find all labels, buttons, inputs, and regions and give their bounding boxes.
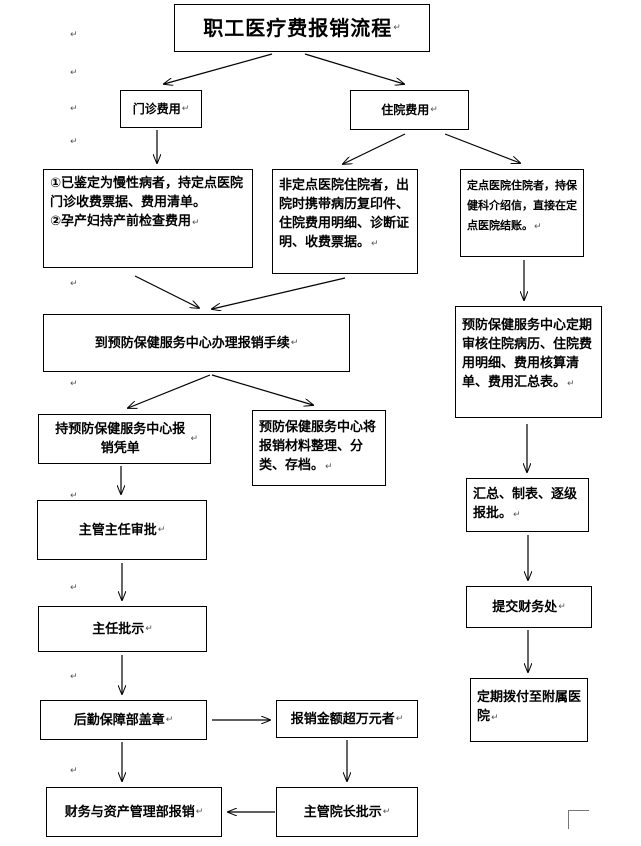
page-corner-mark [568,810,589,829]
director-approve-box: 主任批示↵ [38,606,207,652]
paragraph-mark: ↵ [430,105,438,115]
outpatient-label: 门诊费用 [132,102,181,116]
director-review-box: 主管主任审批↵ [37,500,207,560]
paragraph-mark: ↵ [513,510,521,520]
paragraph-mark: ↵ [190,433,198,444]
to-center-box: 到预防保健服务中心办理报销手续↵ [43,314,350,372]
paragraph-mark: ↵ [290,337,299,348]
paragraph-mark: ↵ [70,583,78,593]
chronic-line-2: ②孕产妇持产前检查费用 [50,214,192,229]
arrow-chronic-center [134,275,199,308]
director-review-label: 主管主任审批 [78,522,157,538]
arrow-center-archive [211,374,313,405]
paragraph-mark: ↵ [534,222,542,232]
logistics-seal-box: 后勤保障部盖章↵ [40,700,207,740]
paragraph-mark: ↵ [70,30,78,40]
paragraph-mark: ↵ [70,68,78,78]
director-approve-label: 主任批示 [92,621,145,637]
periodic-review-box: 预防保健服务中心定期审核住院病历、住院费用明细、费用核算清单、费用汇总表。↵ [455,306,602,418]
finance-reimburse-label: 财务与资产管理部报销 [64,804,195,820]
center-archive-box: 预防保健服务中心将报销材料整理、分类、存档。↵ [252,410,386,486]
submit-finance-box: 提交财务处↵ [466,586,592,628]
paragraph-mark: ↵ [558,601,566,612]
page-title: 职工医疗费报销流程 [203,15,393,40]
paragraph-mark: ↵ [567,379,575,389]
paragraph-mark: ↵ [382,806,391,817]
allocate-box: 定期拨付至附属医院↵ [470,678,588,742]
finance-reimburse-box: 财务与资产管理部报销↵ [46,787,222,837]
paragraph-mark: ↵ [70,491,78,501]
paragraph-mark: ↵ [395,713,404,724]
paragraph-mark: ↵ [70,137,78,147]
center-archive-text: 预防保健服务中心将报销材料整理、分类、存档。 [259,420,377,473]
arrow-inpatient-nondesignated [343,133,406,164]
allocate-text: 定期拨付至附属医院 [477,690,582,724]
paragraph-mark: ↵ [325,462,333,472]
vp-approve-label: 主管院长批示 [303,804,382,820]
arrow-inpatient-designated [444,133,520,163]
logistics-seal-label: 后勤保障部盖章 [73,712,165,728]
submit-finance-label: 提交财务处 [492,599,558,615]
paragraph-mark: ↵ [70,279,78,289]
paragraph-mark: ↵ [70,104,78,114]
designated-box: 定点医院住院者，持保健科介绍信，直接在定点医院结账。↵ [460,169,584,257]
inpatient-box: 住院费用↵ [350,90,469,130]
hold-voucher-label: 持预防保健服务中心报销凭单 [55,422,186,456]
chronic-box: ①已鉴定为慢性病者，持定点医院门诊收费票据、费用清单。 ②孕产妇持产前检查费用↵ [43,169,253,268]
inpatient-label: 住院费用 [381,103,430,117]
summarize-text: 汇总、制表、逐级报批。 [473,487,578,521]
paragraph-mark: ↵ [192,218,200,228]
vp-approve-box: 主管院长批示↵ [276,787,418,837]
chronic-line-1: ①已鉴定为慢性病者，持定点医院门诊收费票据、费用清单。 [50,176,244,210]
title-box: 职工医疗费报销流程↵ [174,4,430,52]
paragraph-mark: ↵ [195,806,204,817]
paragraph-mark: ↵ [371,239,379,249]
nondesignated-text: 非定点医院住院者，出院时携带病历复印件、住院费用明细、诊断证明、收费票据。 [279,178,410,250]
periodic-review-text: 预防保健服务中心定期审核住院病历、住院费用明细、费用核算清单、费用汇总表。 [462,318,593,390]
arrow-title-inpatient [304,53,404,84]
paragraph-mark: ↵ [181,104,190,114]
paragraph-mark: ↵ [70,379,78,389]
over-10k-box: 报销金额超万元者↵ [276,700,418,738]
to-center-label: 到预防保健服务中心办理报销手续 [94,335,290,351]
paragraph-mark: ↵ [491,713,499,723]
paragraph-mark: ↵ [70,672,78,682]
nondesignated-box: 非定点医院住院者，出院时携带病历复印件、住院费用明细、诊断证明、收费票据。↵ [272,169,418,274]
designated-text: 定点医院住院者，持保健科介绍信，直接在定点医院结账。 [467,179,577,232]
hold-voucher-box: 持预防保健服务中心报销凭单 ↵ [38,414,211,464]
summarize-box: 汇总、制表、逐级报批。↵ [466,478,589,532]
paragraph-mark: ↵ [145,623,153,634]
arrow-title-outpatient [164,53,273,84]
paragraph-mark: ↵ [393,22,401,33]
arrow-center-voucher [128,374,211,408]
outpatient-box: 门诊费用↵ [120,90,202,128]
over-10k-label: 报销金额超万元者 [290,711,395,727]
paragraph-mark: ↵ [70,766,78,776]
paragraph-mark: ↵ [157,524,166,535]
arrow-nondesignated-center [212,277,346,309]
paragraph-mark: ↵ [165,714,174,725]
